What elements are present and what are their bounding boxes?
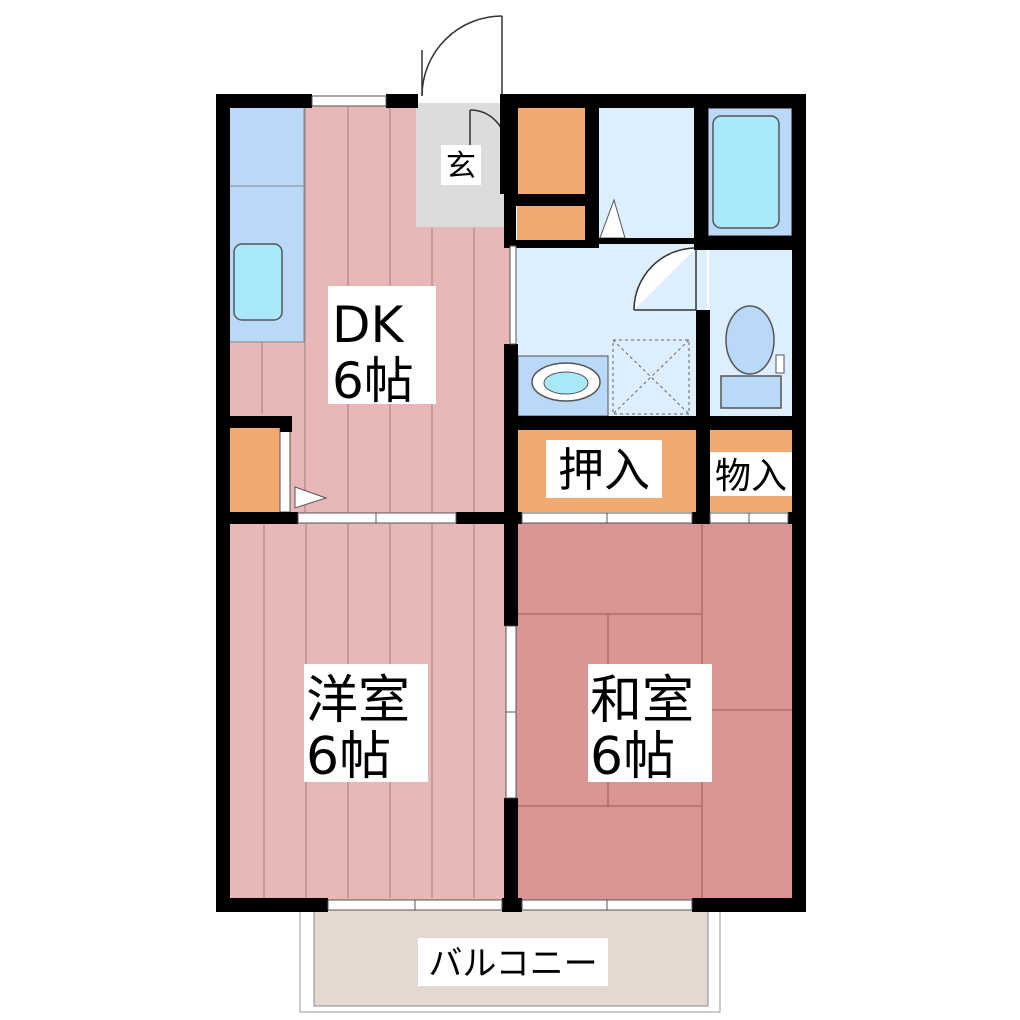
wall-right bbox=[792, 94, 806, 912]
entrance-label-text: 玄 bbox=[446, 149, 476, 184]
toilet-icon bbox=[720, 305, 785, 409]
balcony bbox=[299, 899, 721, 1013]
walls bbox=[216, 94, 806, 912]
monoire-label-text: 物入 bbox=[715, 456, 787, 497]
openings bbox=[297, 95, 789, 911]
wall-top-left bbox=[216, 94, 312, 108]
wall-bottom-right bbox=[692, 898, 806, 912]
step-icon bbox=[294, 486, 328, 509]
dk-label: DK 6帖 bbox=[328, 286, 436, 410]
shoe-cabinet-upper bbox=[517, 103, 585, 195]
dk-label-line1: DK bbox=[332, 296, 405, 354]
western-label-line2: 6帖 bbox=[306, 727, 391, 787]
washing-machine-space-icon bbox=[612, 339, 690, 415]
japanese-label-line1: 和室 bbox=[590, 671, 694, 731]
oshiire-label: 押入 bbox=[546, 440, 662, 498]
oshiire-label-text: 押入 bbox=[558, 443, 650, 497]
japanese-label-line2: 6帖 bbox=[590, 727, 675, 787]
balcony-label: バルコニー bbox=[418, 938, 608, 986]
wall-bottom-left bbox=[216, 898, 328, 912]
wall-top-mid bbox=[386, 94, 418, 108]
shoe-cabinet-lower bbox=[517, 205, 585, 243]
western-label: 洋室 6帖 bbox=[304, 664, 428, 787]
monoire-label: 物入 bbox=[710, 452, 792, 497]
balcony-label-text: バルコニー bbox=[428, 944, 597, 984]
japanese-label: 和室 6帖 bbox=[588, 664, 712, 787]
wall-left bbox=[216, 94, 230, 912]
fixtures bbox=[233, 107, 793, 513]
doors bbox=[421, 15, 697, 311]
western-label-line1: 洋室 bbox=[306, 671, 410, 731]
dk-label-line2: 6帖 bbox=[332, 352, 414, 410]
entrance-label: 玄 bbox=[441, 145, 481, 185]
kitchen-sink-icon bbox=[233, 243, 283, 321]
wall-top-right bbox=[508, 94, 806, 108]
dk-closet bbox=[228, 428, 280, 512]
